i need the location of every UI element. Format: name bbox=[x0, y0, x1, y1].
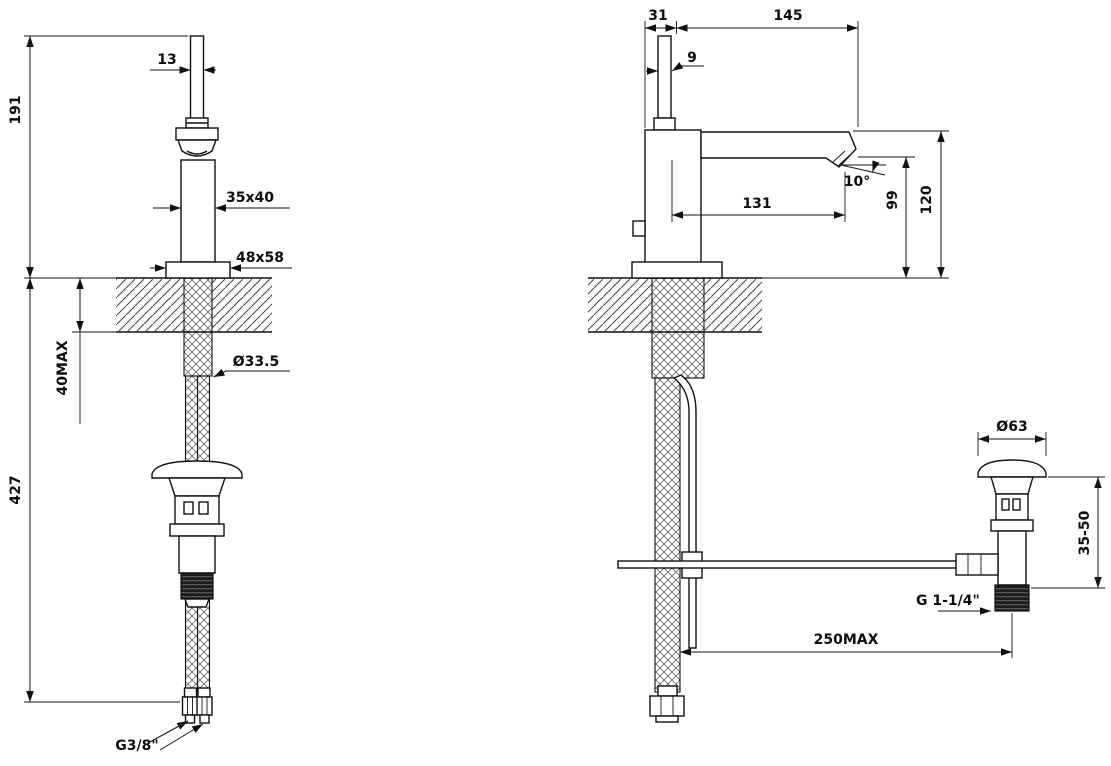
waste-lower-body bbox=[178, 535, 216, 574]
dim-spout-reach: 131 bbox=[742, 196, 771, 212]
waste-cap bbox=[151, 460, 243, 479]
dim-handle-thickness: 9 bbox=[687, 50, 697, 66]
waste-cap bbox=[977, 459, 1047, 478]
side-view-dimensions: 31 145 9 10° 131 99 120 Ø63 bbox=[644, 8, 1105, 658]
dim-mounting-hole-diameter: Ø33.5 bbox=[233, 354, 279, 370]
side-shank bbox=[651, 277, 705, 379]
waste-taper bbox=[183, 598, 211, 608]
dim-handle-depth: 31 bbox=[648, 8, 667, 24]
side-spout bbox=[700, 131, 857, 168]
waste-stem bbox=[168, 477, 226, 497]
dim-waste-thread: G 1-1/4" bbox=[916, 593, 980, 609]
side-hose-nut bbox=[649, 685, 685, 723]
side-base-plate bbox=[631, 261, 723, 279]
front-counter-hatch-left bbox=[116, 278, 184, 332]
dim-base-plate: 48x58 bbox=[236, 250, 284, 266]
dim-supply-thread: G3/8" bbox=[115, 738, 158, 754]
popup-rod-pipe bbox=[672, 374, 697, 649]
front-handle-rod bbox=[189, 35, 205, 121]
dim-overall-depth: 145 bbox=[773, 8, 802, 24]
dim-waste-height-range: 35-50 bbox=[1077, 510, 1093, 555]
waste-slot bbox=[1001, 498, 1010, 511]
side-faucet bbox=[631, 35, 857, 279]
front-aerator-arc bbox=[186, 150, 208, 155]
front-view-dimensions: 13 191 427 40MAX 35x40 48x58 Ø33.5 G3/8" bbox=[8, 35, 292, 754]
dim-handle-width: 13 bbox=[157, 52, 176, 68]
side-handle-collar bbox=[653, 117, 676, 131]
side-counter-hatch-left bbox=[588, 278, 652, 332]
front-base-plate bbox=[165, 261, 231, 279]
front-supply-connectors bbox=[181, 687, 213, 724]
waste-slot bbox=[198, 501, 209, 515]
popup-lever-rod bbox=[617, 560, 959, 569]
side-hose bbox=[654, 377, 681, 693]
front-shank bbox=[183, 277, 213, 377]
side-handle-rod bbox=[657, 35, 672, 119]
waste-slot bbox=[183, 501, 194, 515]
waste-thread bbox=[994, 584, 1030, 612]
side-view-drawing bbox=[588, 35, 1047, 723]
side-popup-waste bbox=[955, 459, 1047, 612]
dim-max-counter-thickness: 40MAX bbox=[55, 340, 71, 395]
front-body bbox=[180, 159, 216, 263]
waste-upper-body bbox=[174, 495, 220, 525]
front-spout-block bbox=[175, 127, 219, 141]
dim-rod-max-length: 250MAX bbox=[814, 632, 879, 648]
waste-upper-body bbox=[995, 493, 1029, 521]
front-popup-waste bbox=[151, 460, 243, 608]
waste-slot bbox=[1012, 498, 1021, 511]
dim-body-height: 120 bbox=[919, 185, 935, 214]
dim-spout-angle: 10° bbox=[844, 174, 870, 190]
side-body bbox=[644, 129, 702, 279]
waste-flange bbox=[990, 519, 1034, 532]
side-lever-step bbox=[632, 220, 646, 237]
dim-spout-height: 99 bbox=[885, 190, 901, 209]
waste-thread bbox=[180, 572, 214, 600]
waste-stem bbox=[990, 476, 1034, 495]
dim-hose-length: 427 bbox=[8, 475, 24, 504]
side-counter-hatch-right bbox=[704, 278, 762, 332]
dim-height-above-counter: 191 bbox=[8, 95, 24, 124]
front-view-drawing bbox=[116, 35, 272, 724]
waste-rod-fitting bbox=[955, 553, 999, 576]
waste-flange bbox=[169, 523, 225, 537]
front-counter-hatch-right bbox=[212, 278, 272, 332]
dim-waste-cap-diameter: Ø63 bbox=[996, 419, 1027, 435]
front-faucet bbox=[165, 35, 231, 279]
dim-body-section: 35x40 bbox=[226, 190, 274, 206]
waste-body bbox=[997, 530, 1027, 586]
